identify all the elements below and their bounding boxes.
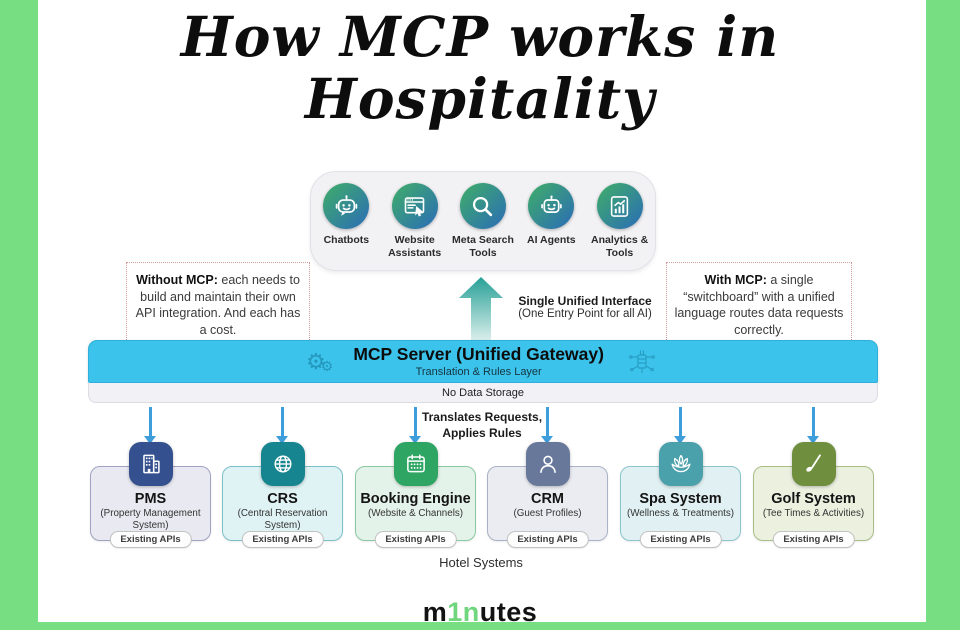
existing-apis-badge: Existing APIs — [109, 531, 192, 548]
ai-client-label: Analytics & Tools — [591, 234, 649, 259]
circuit-icon — [624, 347, 660, 377]
existing-apis-badge: Existing APIs — [772, 531, 855, 548]
logo-prefix: m — [422, 597, 448, 627]
minutes-logo: m1nutes — [0, 597, 960, 628]
meta-search-icon — [459, 183, 506, 229]
gears-icon: ⚙⚙ — [306, 348, 334, 374]
unified-interface-subtitle: (One Entry Point for all AI) — [518, 308, 652, 320]
existing-apis-badge: Existing APIs — [241, 531, 324, 548]
down-arrow-icon — [808, 407, 819, 444]
chatbot-icon — [323, 183, 370, 229]
without-mcp-body: each needs to build and maintain their o… — [135, 273, 301, 337]
flow-label-line1: Translates Requests, — [421, 410, 543, 424]
system-box-spa: Spa System (Wellness & Treatments) Exist… — [620, 442, 741, 548]
globe-icon — [260, 442, 305, 486]
system-name: Spa System — [639, 491, 722, 507]
mcp-server-bar: ⚙⚙ MCP Server (Unified Gateway) Translat… — [88, 340, 878, 383]
flow-label: Translates Requests, Applies Rules — [411, 410, 553, 441]
down-arrow-icon — [542, 407, 553, 444]
calendar-icon — [393, 442, 438, 486]
ai-client-label: Meta Search Tools — [452, 234, 514, 259]
ai-clients-panel: Chatbots Website Assistants Meta Search … — [310, 171, 656, 271]
existing-apis-badge: Existing APIs — [374, 531, 457, 548]
analytics-icon — [596, 183, 643, 229]
ai-client-chatbots: Chatbots — [313, 183, 379, 247]
golf-icon — [791, 442, 836, 486]
system-name: Golf System — [771, 491, 856, 507]
existing-apis-badge: Existing APIs — [639, 531, 722, 548]
existing-apis-badge: Existing APIs — [506, 531, 589, 548]
flow-label-line2: Applies Rules — [442, 425, 522, 440]
page-title: How MCP works in Hospitality — [0, 6, 960, 129]
system-name: PMS — [134, 491, 167, 507]
with-mcp-body: a single “switchboard” with a unified la… — [674, 273, 844, 337]
down-arrow-icon — [145, 407, 156, 444]
system-subtitle: (Central Reservation System) — [237, 508, 328, 531]
hotel-systems-label: Hotel Systems — [439, 555, 523, 570]
system-subtitle: (Guest Profiles) — [513, 508, 582, 520]
ai-client-ai-agents: AI Agents — [518, 183, 584, 247]
mcp-server-subtitle: Translation & Rules Layer — [415, 365, 542, 378]
down-arrow-icon — [675, 407, 686, 444]
down-arrow-icon — [410, 407, 421, 444]
website-assistant-icon — [391, 183, 438, 229]
system-subtitle: (Wellness & Treatments) — [626, 508, 735, 520]
page-title-line1: How MCP works in — [180, 4, 780, 69]
system-box-crs: CRS (Central Reservation System) Existin… — [222, 442, 343, 548]
with-mcp-lead: With MCP: — [704, 273, 767, 287]
system-box-golf: Golf System (Tee Times & Activities) Exi… — [753, 442, 874, 548]
lotus-icon — [658, 442, 703, 486]
without-mcp-callout: Without MCP: each needs to build and mai… — [126, 262, 310, 348]
system-name: CRM — [530, 491, 565, 507]
system-subtitle: (Property Management System) — [100, 508, 201, 531]
logo-suffix: utes — [479, 597, 538, 627]
user-icon — [525, 442, 570, 486]
system-name: Booking Engine — [360, 491, 471, 507]
page-title-line2: Hospitality — [304, 65, 656, 131]
system-box-crm: CRM (Guest Profiles) Existing APIs — [487, 442, 608, 548]
system-subtitle: (Website & Channels) — [367, 508, 464, 520]
system-subtitle: (Tee Times & Activities) — [762, 508, 865, 520]
with-mcp-callout: With MCP: a single “switchboard” with a … — [666, 262, 852, 348]
ai-agent-icon — [528, 183, 575, 229]
ai-client-label: Chatbots — [323, 234, 370, 246]
system-box-booking-engine: Booking Engine (Website & Channels) Exis… — [355, 442, 476, 548]
ai-client-meta-search: Meta Search Tools — [450, 183, 516, 259]
mcp-server-title: MCP Server (Unified Gateway) — [353, 344, 604, 365]
system-box-pms: PMS (Property Management System) Existin… — [90, 442, 211, 548]
logo-highlight: 1n — [447, 597, 480, 627]
no-data-storage-label: No Data Storage — [442, 386, 524, 399]
without-mcp-lead: Without MCP: — [136, 273, 218, 287]
ai-client-analytics: Analytics & Tools — [587, 183, 653, 259]
system-name: CRS — [267, 491, 298, 507]
ai-client-label: Website Assistants — [388, 234, 442, 259]
unified-interface-label: Single Unified Interface (One Entry Poin… — [505, 294, 665, 320]
ai-client-website-assistants: Website Assistants — [382, 183, 448, 259]
unified-interface-title: Single Unified Interface — [518, 294, 652, 308]
ai-client-label: AI Agents — [527, 234, 576, 246]
mcp-server-text: MCP Server (Unified Gateway) Translation… — [353, 344, 604, 378]
up-arrow-icon — [458, 277, 504, 340]
no-data-storage-bar: No Data Storage — [88, 383, 878, 403]
down-arrow-icon — [277, 407, 288, 444]
building-icon — [128, 442, 173, 486]
